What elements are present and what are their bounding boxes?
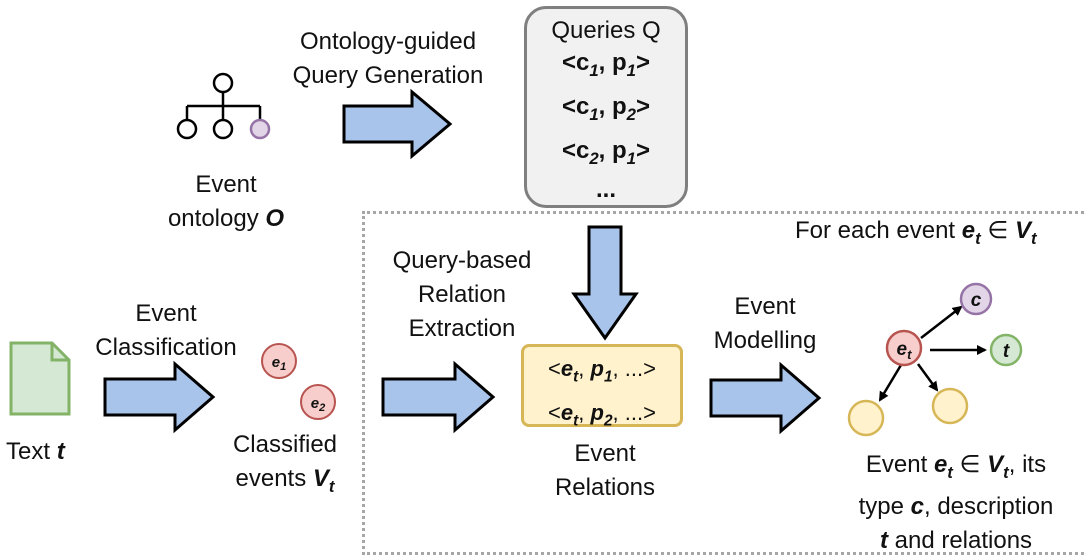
relation-extraction-arrow	[381, 360, 496, 434]
document-icon	[9, 341, 71, 416]
per-event-region	[362, 211, 1084, 555]
type-node	[959, 282, 993, 316]
relations-box: <et, p1, ...> <et, p2, ...>	[521, 344, 683, 430]
modelling-arrow	[709, 361, 822, 435]
description-node	[989, 333, 1023, 367]
svg-text:e1: e1	[272, 354, 286, 373]
relation-item: <et, p2, ...>	[548, 400, 656, 430]
svg-text:c: c	[971, 290, 982, 311]
event-graph: et c t	[847, 282, 1023, 437]
center-event-node	[885, 329, 923, 367]
queries-title: Queries Q	[551, 17, 661, 44]
for-each-label: For each event et ∈ Vt	[795, 217, 1037, 248]
relation-item: <et, p1, ...>	[548, 356, 656, 386]
svg-text:t: t	[1003, 341, 1010, 362]
ontology-tree-icon	[176, 72, 271, 140]
query-item: <c2, p1>	[561, 136, 651, 168]
query-item: <c1, p1>	[561, 49, 651, 80]
related-event-node-2	[931, 387, 969, 425]
svg-text:e2: e2	[311, 395, 325, 414]
event-node-e1: e1	[261, 343, 297, 379]
classification-arrow	[103, 360, 216, 434]
text-label: Text t	[6, 438, 65, 465]
ontology-label: Event ontology O	[167, 171, 285, 232]
classified-events-label: Classified events Vt	[232, 431, 338, 496]
svg-text:et: et	[897, 339, 913, 362]
event-model-description: Event et ∈ Vt, its type c, description t…	[858, 451, 1054, 554]
query-item: <c1, p2>	[561, 92, 651, 124]
query-ellipsis: ...	[595, 176, 616, 204]
queries-box: Queries Q <c1, p1> <c1, p2> <c2, p1> ...	[524, 6, 688, 208]
queries-down-arrow	[571, 225, 639, 341]
query-generation-arrow	[342, 88, 453, 160]
related-event-node-1	[847, 399, 885, 437]
event-node-e2: e2	[300, 384, 336, 420]
